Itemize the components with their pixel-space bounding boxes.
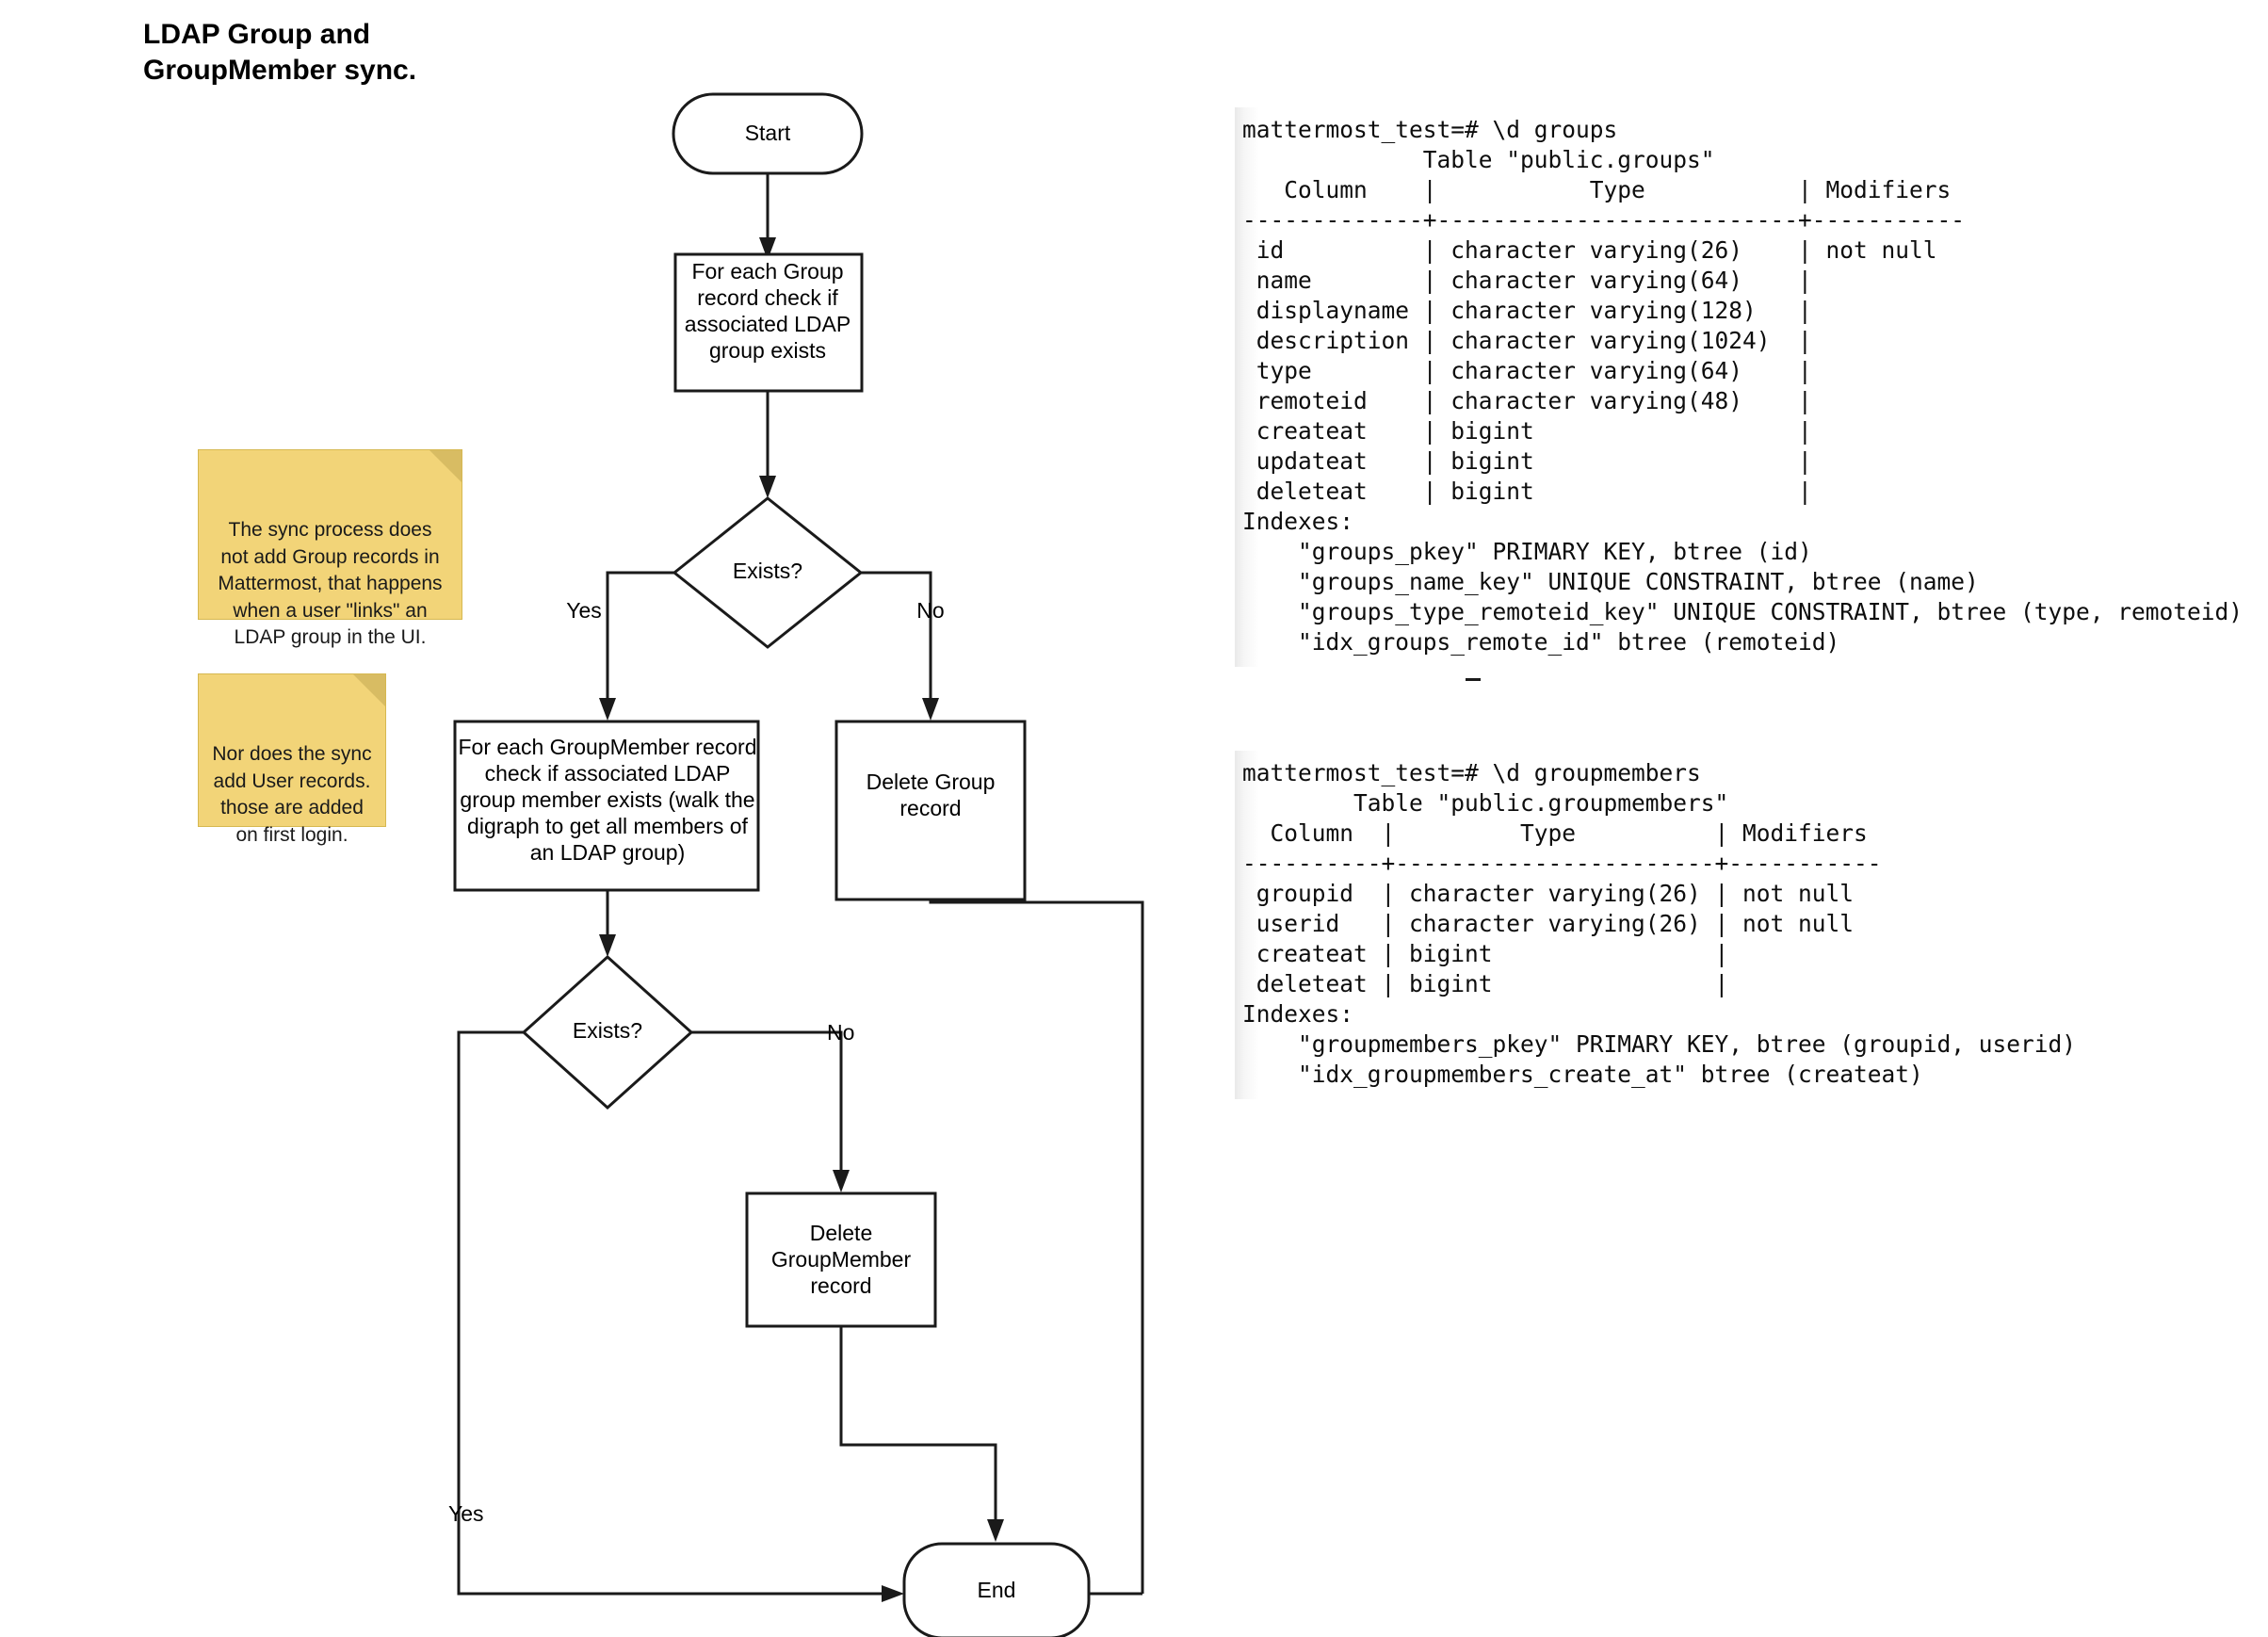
edge-check-group-to-exists1 <box>759 391 776 498</box>
edge-label-exists1-no: No <box>916 598 944 623</box>
edge-start-to-check-group <box>759 173 776 260</box>
edge-label-exists2-no: No <box>827 1020 854 1045</box>
sticky-note-text: The sync process does not add Group reco… <box>218 519 443 649</box>
sticky-note-text: Nor does the sync add User records. thos… <box>212 743 372 846</box>
node-exists-2-label: Exists? <box>573 1018 642 1043</box>
psql-output-groups: mattermost_test=# \d groups Table "publi… <box>1235 107 2243 667</box>
note-fold-corner <box>429 450 462 482</box>
edge-exists1-no-to-delete-group <box>861 571 939 721</box>
edge-check-groupmember-to-exists2 <box>599 890 616 957</box>
node-start-label: Start <box>745 121 791 145</box>
edge-exists2-no-to-delete-groupmember <box>691 1030 850 1192</box>
edge-exists2-yes-to-end <box>457 1030 904 1602</box>
edge-label-exists2-yes: Yes <box>448 1501 484 1526</box>
node-exists-1[interactable]: Exists? <box>672 496 864 649</box>
node-exists-1-label: Exists? <box>733 559 802 583</box>
edge-exists1-yes-to-check-groupmember <box>599 571 674 721</box>
edge-delete-groupmember-to-end <box>839 1326 1004 1542</box>
note-fold-corner <box>353 674 385 706</box>
edge-delete-group-to-end <box>929 900 1144 1602</box>
terminal-cursor <box>1466 678 1481 681</box>
node-start[interactable]: Start <box>672 92 864 175</box>
sticky-note-user-sync: Nor does the sync add User records. thos… <box>198 673 386 846</box>
node-end[interactable]: End <box>902 1542 1091 1637</box>
page-title: LDAP Group and GroupMember sync. <box>143 19 417 87</box>
node-exists-2[interactable]: Exists? <box>521 954 694 1110</box>
psql-output-groupmembers: mattermost_test=# \d groupmembers Table … <box>1235 751 2076 1099</box>
edge-label-exists1-yes: Yes <box>566 598 602 623</box>
node-end-label: End <box>978 1578 1016 1602</box>
sticky-note-group-sync: The sync process does not add Group reco… <box>198 449 462 648</box>
